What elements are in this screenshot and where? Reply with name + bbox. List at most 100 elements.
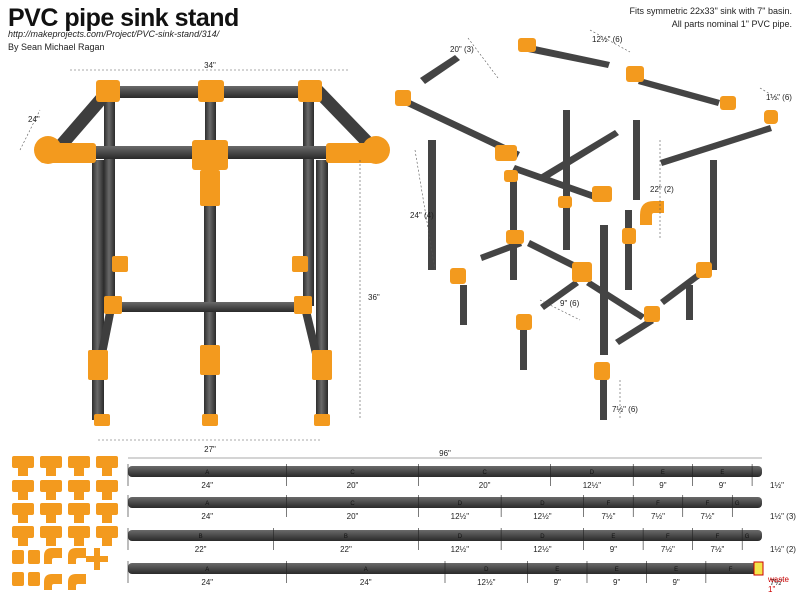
segment-letter: E <box>615 567 619 573</box>
segment-length-label: 12½" <box>533 512 552 521</box>
segment-length-label: 12½" <box>451 512 470 521</box>
segment-letter: D <box>590 470 595 476</box>
back-right-leg <box>303 96 314 306</box>
segment-letter: A <box>364 567 368 573</box>
dim-width-label: 34" <box>204 61 216 70</box>
segment-letter: A <box>205 501 209 507</box>
back-left-tee-lower <box>112 256 128 272</box>
lower-left-tee <box>104 296 122 314</box>
segment-letter: E <box>720 470 724 476</box>
cut-total-label: 96" <box>439 449 451 458</box>
exploded-pipe-d1 <box>528 45 610 68</box>
segment-length-label: 9" <box>610 545 617 554</box>
coupling-and-elbow-fittings <box>12 548 108 590</box>
segment-letter: D <box>484 567 489 573</box>
exploded-pipe-a1 <box>428 140 436 270</box>
segment-letter: G <box>735 501 740 507</box>
segment-length-label: 7½" <box>661 545 675 554</box>
exploded-pipe-e3 <box>527 240 580 271</box>
back-right-elbow <box>298 80 322 102</box>
exploded-label-b: 22" (2) <box>650 185 674 194</box>
segment-letter: C <box>482 470 487 476</box>
exploded-tee-7 <box>450 268 466 284</box>
exploded-pipe-a2 <box>563 110 570 250</box>
exploded-pipe-e2 <box>480 240 522 261</box>
front-center-coupling <box>200 170 220 206</box>
stock-pipe-1 <box>128 466 762 477</box>
cut-plan: A24"C20"C20"D12½"E9"E9"1½"A24"C20"D12½"D… <box>127 457 796 587</box>
exploded-pipe-e5 <box>540 280 579 310</box>
source-url[interactable]: http://makeprojects.com/Project/PVC-sink… <box>8 29 220 39</box>
right-side-rail <box>312 86 380 154</box>
segment-length-label: 20" <box>479 481 491 490</box>
exploded-dim-line-1 <box>467 37 499 79</box>
exploded-pipe-e6 <box>660 270 704 305</box>
segment-letter: F <box>666 534 670 540</box>
lower-back-rail <box>112 302 304 312</box>
segment-letter: E <box>611 534 615 540</box>
stock-pipe-3 <box>128 530 762 541</box>
dim-height-label: 36" <box>368 293 380 302</box>
segment-letter: D <box>540 534 545 540</box>
fittings-inventory <box>12 456 118 590</box>
exploded-tee-8 <box>516 314 532 330</box>
segment-length-label: 24" <box>360 578 372 587</box>
segment-length-label: 7½" <box>651 512 665 521</box>
front-center-cross <box>192 140 228 170</box>
sink-fit-note: Fits symmetric 22x33" sink with 7" basin… <box>629 6 792 16</box>
segment-length-label: 1½" (3) <box>770 512 796 521</box>
material-note: All parts nominal 1" PVC pipe. <box>671 19 792 29</box>
tee-fittings <box>12 456 118 546</box>
exploded-tee-10 <box>594 362 610 380</box>
back-center-post <box>205 96 216 156</box>
exploded-tee-4 <box>506 230 524 244</box>
exploded-cross-2 <box>572 262 592 282</box>
segment-letter: A <box>205 470 209 476</box>
cut-marks: A24"C20"C20"D12½"E9"E9"1½"A24"C20"D12½"D… <box>127 464 796 587</box>
segment-letter: D <box>540 501 545 507</box>
segment-letter: G <box>745 534 750 540</box>
segment-letter: F <box>706 501 710 507</box>
exploded-pipe-d3 <box>660 125 772 166</box>
lower-right-tee <box>294 296 312 314</box>
front-left-leg <box>92 160 104 420</box>
exploded-pipe-f4 <box>686 285 693 320</box>
exploded-pipe-c1 <box>420 55 460 84</box>
segment-length-label: 9" <box>719 481 726 490</box>
dim-base-label: 27" <box>204 445 216 454</box>
segment-letter: B <box>199 534 203 540</box>
front-left-tee <box>40 143 96 163</box>
exploded-dim-line-5 <box>414 149 436 271</box>
exploded-label-c: 20" (3) <box>450 45 474 54</box>
back-right-tee-lower <box>292 256 308 272</box>
segment-letter: F <box>607 501 611 507</box>
exploded-label-d: 12½" (6) <box>592 35 623 44</box>
front-right-leg <box>316 160 328 420</box>
segment-letter: A <box>205 567 209 573</box>
segment-length-label: 1½" <box>770 481 784 490</box>
front-left-lower-tee <box>88 350 108 380</box>
segment-length-label: 9" <box>659 481 666 490</box>
segment-letter: E <box>661 470 665 476</box>
exploded-view <box>395 29 781 420</box>
segment-length-label: 22" <box>340 545 352 554</box>
segment-length-label: 12½" <box>451 545 470 554</box>
segment-length-label: 20" <box>347 512 359 521</box>
exploded-label-e: 9" (6) <box>560 299 580 308</box>
lower-left-brace <box>98 302 116 354</box>
exploded-pipe-f5 <box>615 318 654 345</box>
front-right-tee <box>326 143 382 163</box>
segment-letter: F <box>729 567 733 573</box>
waste-length-label: 1" <box>768 585 775 594</box>
segment-letter: E <box>674 567 678 573</box>
segment-length-label: 9" <box>613 578 620 587</box>
segment-letter: E <box>555 567 559 573</box>
exploded-label-a: 24" (4) <box>410 211 434 220</box>
front-right-lower-tee <box>312 350 332 380</box>
exploded-tee-1 <box>626 66 644 82</box>
segment-length-label: 24" <box>201 481 213 490</box>
exploded-pipe-c2 <box>407 100 520 158</box>
back-center-tee <box>198 80 224 102</box>
segment-length-label: 12½" <box>583 481 602 490</box>
waste-label: waste <box>767 575 789 584</box>
